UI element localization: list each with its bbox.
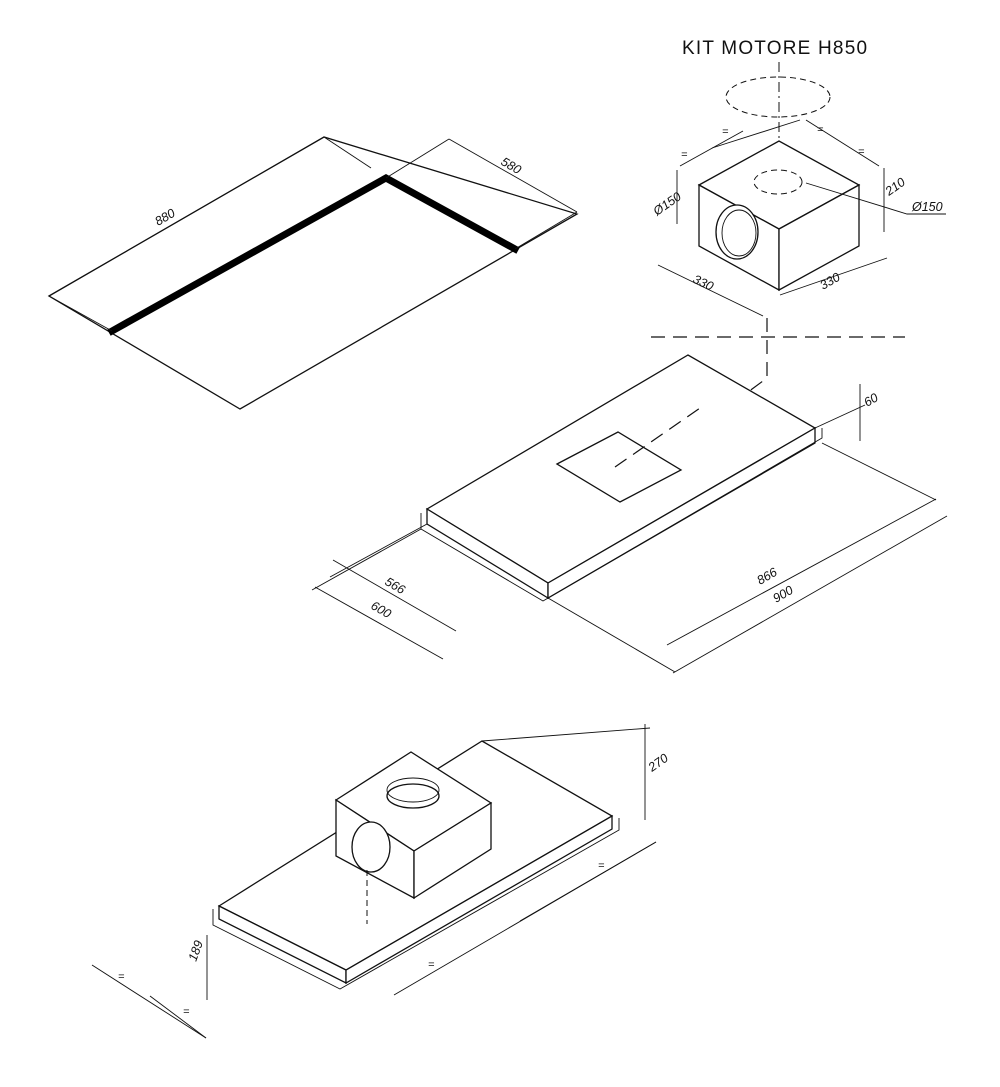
top-duct-diameter-label: Ø150	[911, 200, 943, 214]
hob-ext-line	[48, 295, 113, 332]
hood-ext-line	[329, 523, 428, 578]
assembly-view: 270 189 = = = =	[91, 724, 671, 1039]
rotation-symbol	[725, 76, 831, 118]
outer-width-label: 600	[369, 598, 394, 621]
motor-mount-plate	[555, 431, 683, 503]
hood-ext-line	[814, 404, 866, 429]
top-duct-leader	[805, 182, 946, 215]
hood-view: 60 866 900 566 600	[311, 354, 948, 674]
outer-width-dimension-line	[314, 586, 444, 660]
assembly-dimension-line	[519, 841, 657, 922]
assembly-frame-edge	[212, 818, 620, 990]
hob-width-dimension-line	[448, 138, 578, 213]
offset-label: 189	[186, 939, 206, 963]
equal-mark: =	[722, 126, 729, 138]
hood-ext-line	[311, 528, 422, 591]
hood-frame-edge	[420, 428, 823, 602]
assembly-side-duct	[351, 821, 391, 873]
equal-mark: =	[598, 860, 605, 872]
hood-ext-line	[821, 442, 937, 501]
assembly-top-duct-rim	[386, 777, 440, 803]
inner-width-dimension-line	[332, 559, 457, 632]
side-duct-inner	[721, 209, 757, 257]
total-height-label: 270	[645, 751, 671, 775]
equal-mark: =	[681, 149, 688, 161]
outer-length-dimension-line	[672, 515, 948, 674]
hob-view: 880 580	[47, 136, 579, 410]
equal-mark: =	[858, 146, 865, 158]
equal-mark: =	[817, 124, 824, 136]
assembly-dimension-line	[149, 995, 207, 1039]
assembly-top-duct	[386, 783, 440, 809]
kit-title: KIT MOTORE H850	[682, 38, 868, 59]
hob-ext-line	[323, 136, 372, 169]
plate-centre-line	[614, 407, 701, 468]
hob-outline	[47, 136, 579, 410]
assembly-ext-line	[481, 727, 651, 742]
assembly-hood-side	[345, 814, 613, 985]
hob-length-label: 880	[153, 206, 178, 229]
motor-dimension-line	[679, 130, 744, 167]
equal-mark: =	[118, 971, 125, 983]
hob-ext-line	[514, 211, 578, 250]
depth-dimension-line	[657, 264, 764, 317]
hood-side-face	[547, 426, 816, 600]
side-duct-inlet	[715, 204, 759, 260]
assembly-motor-right	[413, 801, 492, 900]
depth-dimension-line	[779, 257, 888, 296]
equal-mark: =	[428, 959, 435, 971]
equal-mark: =	[183, 1006, 190, 1018]
hob-width-label: 580	[499, 154, 524, 177]
inner-length-label: 866	[755, 565, 780, 588]
frame-depth-label: 60	[862, 390, 881, 409]
depth-label-left: 330	[691, 272, 716, 294]
top-duct-outlet	[753, 169, 803, 195]
hood-ext-line	[547, 597, 676, 673]
motor-box-right	[778, 183, 860, 292]
height-label: 210	[882, 175, 908, 199]
assembly-dimension-line	[91, 964, 207, 1039]
depth-label-right: 330	[818, 270, 843, 293]
hob-bold-edge	[107, 173, 520, 336]
hob-ext-line	[385, 138, 450, 179]
side-duct-diameter-label: Ø150	[650, 189, 684, 219]
motor-dimension-line	[805, 119, 880, 167]
hob-length-dimension-line	[48, 136, 325, 297]
motor-dimension-line	[711, 119, 801, 149]
inner-length-dimension-line	[666, 498, 937, 646]
inner-width-label: 566	[383, 574, 408, 597]
